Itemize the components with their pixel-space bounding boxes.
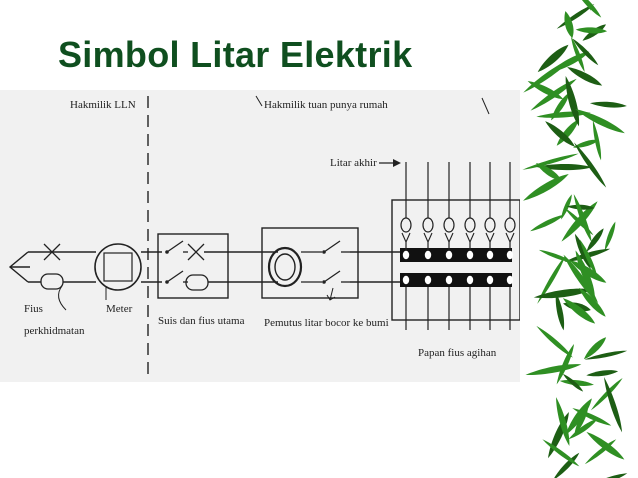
bamboo-leaf xyxy=(556,397,570,446)
bamboo-leaf xyxy=(567,67,603,86)
bamboo-leaf xyxy=(572,408,612,426)
bamboo-leaf xyxy=(536,163,592,171)
bamboo-leaf xyxy=(538,249,574,263)
bamboo-leaf xyxy=(586,370,619,377)
bamboo-leaf xyxy=(536,163,562,181)
bamboo-leaf xyxy=(562,373,584,392)
service-fuse-symbol xyxy=(40,243,64,290)
bamboo-leaf xyxy=(559,379,594,387)
label-service-fuse-2: perkhidmatan xyxy=(24,325,85,337)
label-utility-ownership: Hakmilik LLN xyxy=(70,99,136,111)
bamboo-leaf xyxy=(570,36,585,72)
ownership-tick-mark-right xyxy=(481,97,490,115)
distribution-way xyxy=(422,162,434,330)
bamboo-leaf xyxy=(563,254,599,304)
meter-symbol xyxy=(94,243,142,291)
bamboo-leaf xyxy=(586,228,604,252)
label-elcb: Pemutus litar bocor ke bumi xyxy=(264,317,389,329)
bamboo-leaf xyxy=(590,378,623,411)
distribution-ways xyxy=(400,162,516,330)
distribution-way xyxy=(400,162,412,330)
distribution-way xyxy=(443,162,455,330)
bamboo-leaf xyxy=(579,287,606,317)
bamboo-leaf xyxy=(530,214,565,232)
label-service-fuse-1: Fius xyxy=(24,303,43,315)
bamboo-leaf xyxy=(583,473,628,478)
distribution-board xyxy=(391,199,520,321)
bamboo-leaf xyxy=(527,81,564,100)
bamboo-leaf xyxy=(555,292,565,331)
bamboo-leaf xyxy=(533,288,593,299)
distribution-way xyxy=(464,162,476,330)
bamboo-leaf xyxy=(537,44,569,73)
bamboo-leaf xyxy=(536,325,573,358)
bamboo-leaf xyxy=(586,431,625,460)
final-circuit-arrowhead xyxy=(393,159,401,167)
bamboo-leaf xyxy=(573,194,592,242)
neutral-busbar xyxy=(400,273,512,287)
bamboo-leaf xyxy=(575,250,595,297)
bamboo-leaf xyxy=(565,398,592,435)
bamboo-leaves-decoration xyxy=(522,0,628,478)
bamboo-leaf xyxy=(564,11,574,38)
bamboo-leaf xyxy=(525,364,582,376)
main-switch-fuse-box xyxy=(157,233,229,299)
elcb-box xyxy=(261,227,359,299)
bamboo-leaf xyxy=(584,350,628,360)
bamboo-leaf xyxy=(575,27,608,34)
bamboo-leaf xyxy=(562,298,596,324)
live-busbar xyxy=(400,248,512,262)
bamboo-leaf xyxy=(583,337,607,360)
bamboo-leaf xyxy=(565,76,580,127)
bamboo-leaf xyxy=(542,439,580,467)
distribution-way xyxy=(504,162,516,330)
bamboo-leaf xyxy=(592,120,602,161)
slide-title: Simbol Litar Elektrik xyxy=(58,34,413,75)
label-meter: Meter xyxy=(106,303,133,315)
ownership-tick-mark xyxy=(255,95,263,107)
distribution-way xyxy=(484,162,496,330)
bamboo-leaf xyxy=(589,101,627,108)
bamboo-leaf xyxy=(604,221,616,251)
label-distribution-board: Papan fius agihan xyxy=(418,347,497,359)
label-final-circuit: Litar akhir xyxy=(330,157,377,169)
bamboo-leaf xyxy=(523,174,569,201)
wiring-diagram: Hakmilik LLN Hakmilik tuan punya rumah L… xyxy=(8,95,520,380)
bamboo-leaf xyxy=(574,233,591,270)
scanned-diagram-background xyxy=(0,90,520,382)
bamboo-leaf xyxy=(579,239,597,276)
bamboo-leaf xyxy=(573,139,599,148)
bamboo-leaf xyxy=(545,121,576,147)
label-main-switch-fuse: Suis dan fius utama xyxy=(158,315,245,327)
bamboo-leaf xyxy=(574,142,607,188)
bamboo-leaf xyxy=(572,38,599,66)
elcb-leader xyxy=(326,287,336,301)
label-owner-ownership: Hakmilik tuan punya rumah xyxy=(264,99,388,111)
bamboo-leaf xyxy=(574,0,602,18)
bamboo-leaf xyxy=(561,194,572,220)
service-fuse-leader xyxy=(58,285,67,311)
bamboo-leaf xyxy=(603,377,623,433)
bamboo-leaf xyxy=(522,153,579,170)
bamboo-leaf xyxy=(568,418,598,440)
bamboo-leaf xyxy=(575,108,625,134)
bamboo-leaf xyxy=(537,255,566,304)
